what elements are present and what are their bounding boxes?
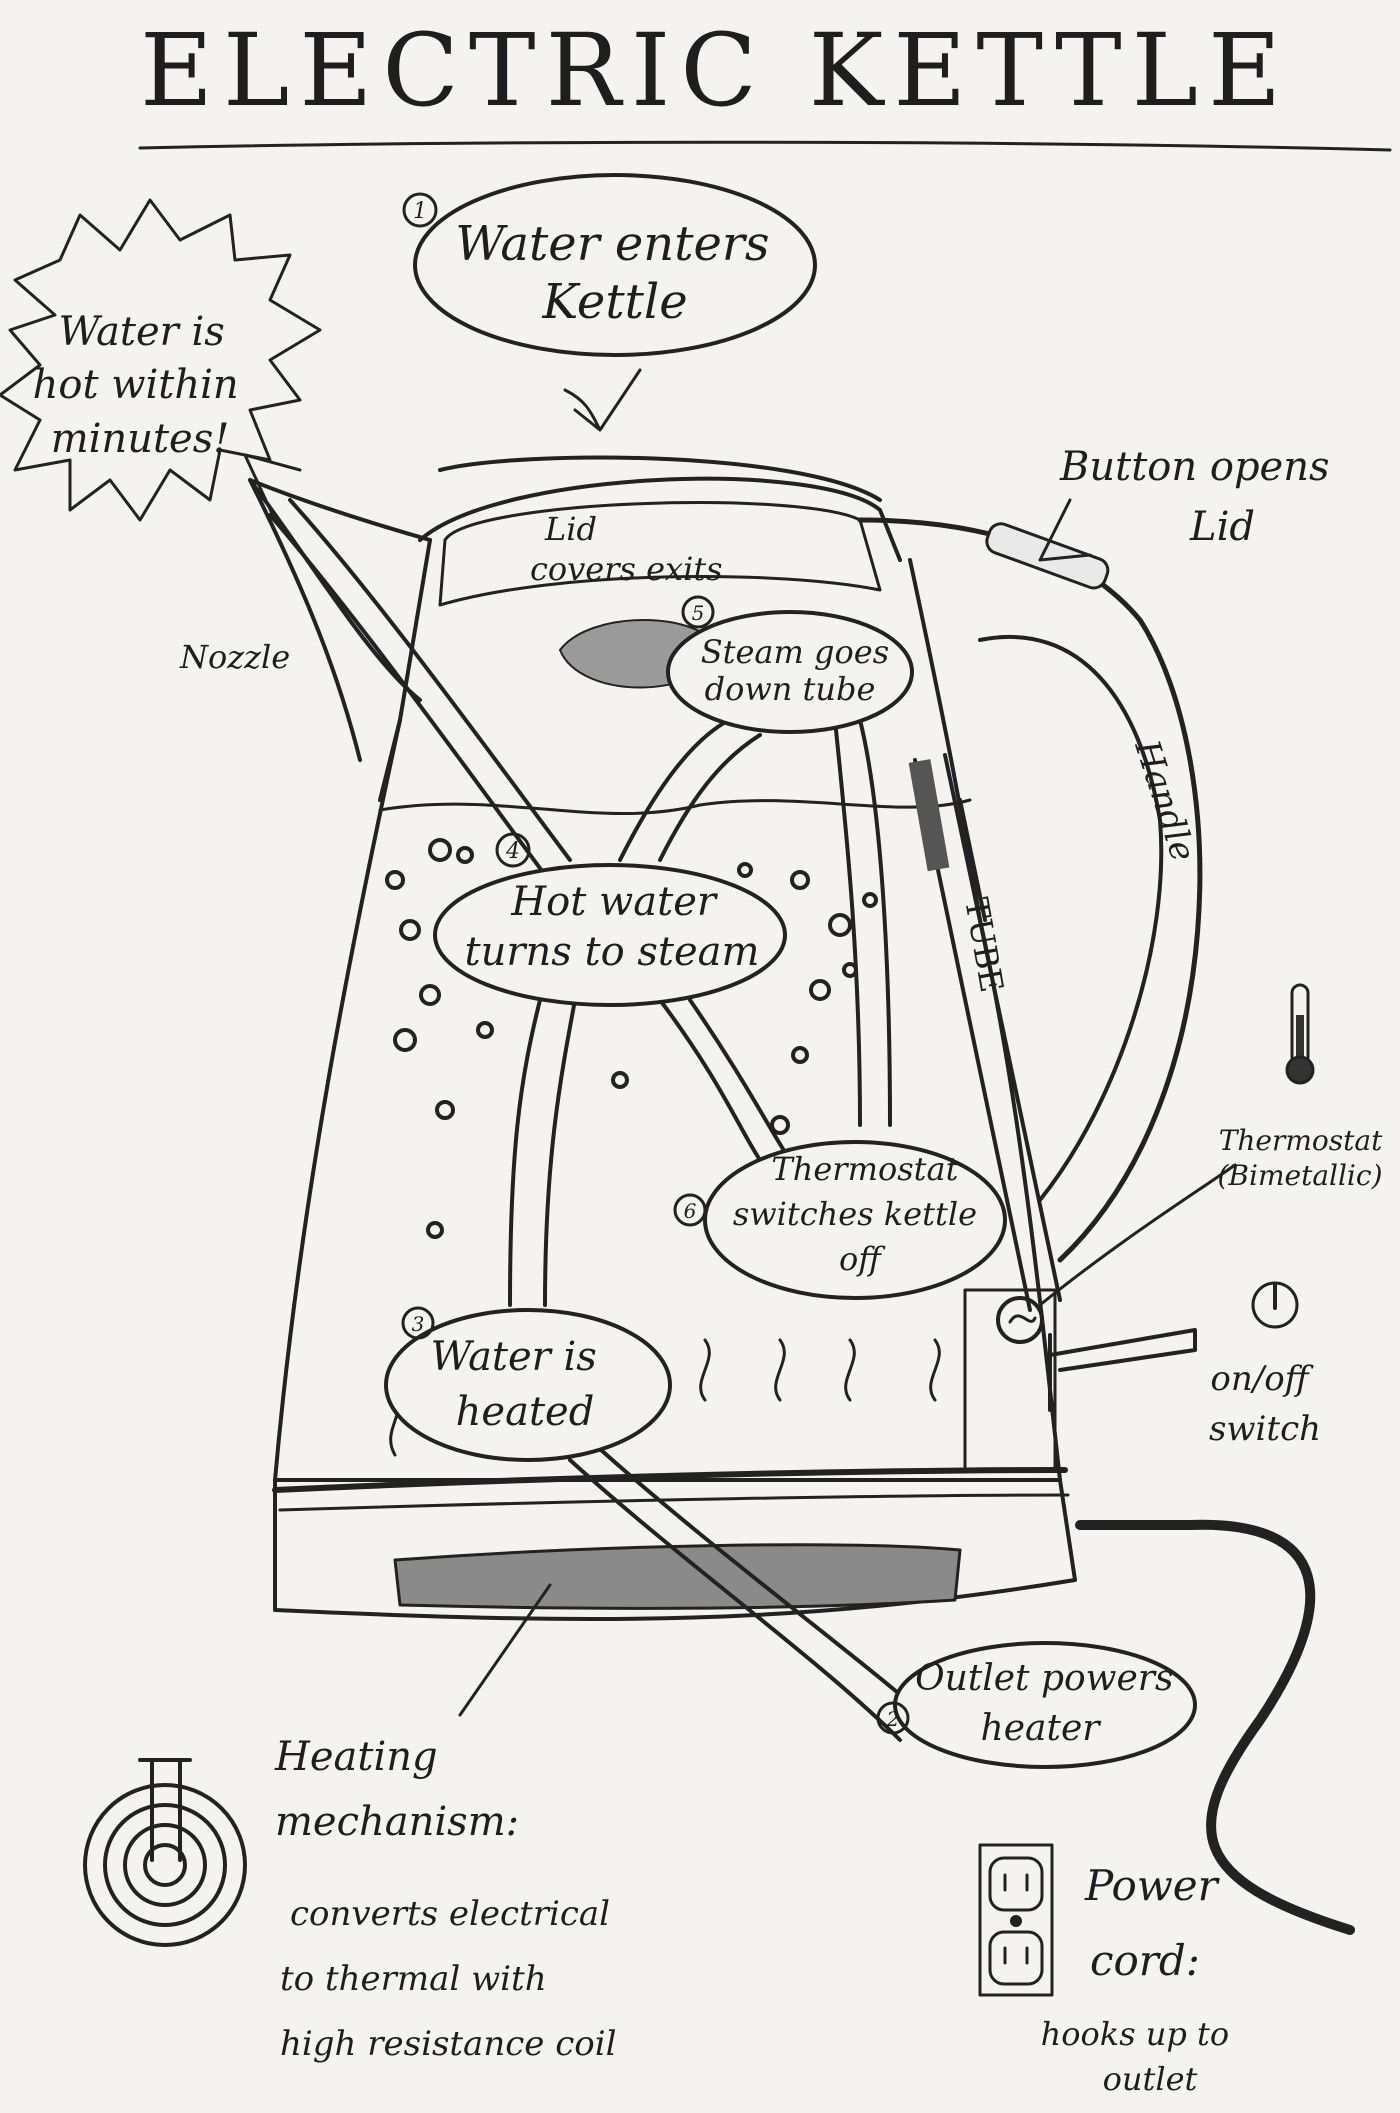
heating-leader-line [458,1583,552,1717]
step-3-line-1: Water is [430,1334,596,1380]
outlet-icon [978,1843,1054,1997]
step-6-line-2: switches kettle [733,1195,977,1233]
step-2-line-2: heater [981,1708,1102,1749]
step-5-line-2: down tube [705,670,876,708]
power-title-line-2: cord: [1090,1936,1200,1985]
svg-text:Steam goes down tube: Steam goes down tube [701,633,900,708]
power-symbol-icon [1251,1281,1299,1329]
step-4-line-2: turns to steam [465,929,760,975]
step-4 [433,832,787,1007]
coil-icon [83,1758,247,1947]
kettle-body [248,455,1355,1935]
button-label-line-2: Lid [1189,504,1255,550]
title-underline [138,140,1392,152]
button-label-line-1: Button opens [1059,444,1330,490]
step-6-line-3: off [839,1240,886,1278]
step-6-number: 6 [684,1199,697,1223]
lid-label-line-1: Lid [544,510,597,548]
step-1-line-2: Kettle [541,274,687,330]
switch-label-line-2: switch [1209,1409,1321,1449]
step-5-line-1: Steam goes [701,633,889,671]
page-title: ELECTRIC KETTLE [140,12,1291,129]
svg-text:Water enters Kettle: Water enters Kettle [455,216,785,330]
lid-label-line-2: covers exits [530,550,723,588]
heating-title-line-2: mechanism: [275,1799,519,1845]
thermostat-leader-line [1038,1163,1237,1307]
step-2-line-1: Outlet powers [915,1658,1173,1699]
svg-text:Button opens Lid: Button opens Lid [1059,444,1342,550]
tube-label: TUBE [957,895,1011,995]
step-3 [384,1306,672,1462]
svg-text:on/off switch: on/off switch [1209,1359,1321,1449]
thermometer-icon [1285,983,1315,1085]
heating-title-line-1: Heating [274,1734,438,1780]
step-6-line-1: Thermostat [771,1150,958,1188]
svg-text:Water is heated: Water is heated [430,1334,609,1435]
step-1-number: 1 [413,199,427,224]
thermostat-label-line-1: Thermostat [1219,1124,1383,1157]
power-title-line-1: Power [1084,1861,1221,1910]
step-2-number: 2 [886,1707,900,1731]
step-5 [666,595,914,734]
svg-text:Thermostat (Bimetallic): Thermostat (Bimetallic) [1218,1124,1392,1192]
svg-text:hooks up to outlet: hooks up to outlet [1041,2015,1240,2098]
step-3-number: 3 [412,1312,425,1336]
step-1 [402,173,817,357]
svg-text:Power cord:: Power cord: [1084,1861,1231,1985]
step-4-number: 4 [505,839,520,864]
burst-shape [0,198,322,522]
burst-line-2: hot within [33,362,239,408]
heating-desc-line-1: converts electrical [290,1894,610,1934]
switch-label-line-1: on/off [1210,1359,1313,1399]
power-desc-line-1: hooks up to [1041,2015,1230,2053]
arrow-to-button [1038,498,1092,562]
step-2 [876,1641,1197,1769]
step-5-number: 5 [692,601,705,625]
svg-text:Heating mechanism:: Heating mechanism: [274,1734,519,1845]
svg-text:Hot water turns to steam: Hot water turns to steam [465,879,760,975]
burst-line-1: Water is [58,309,224,355]
heating-desc-line-3: high resistance coil [280,2024,616,2064]
svg-text:Lid covers exits: Lid covers exits [530,510,723,588]
step-4-line-1: Hot water [510,879,719,925]
step-1-line-1: Water enters [455,216,769,272]
svg-text:Water is hot within: Water is hot within minutes! [33,309,252,462]
nozzle-label: Nozzle [179,638,290,676]
burst-line-3: minutes! [51,416,230,462]
process-flow-lines [268,498,932,1742]
svg-text:converts electrical to t: converts electrical to thermal with high… [280,1894,621,2064]
step-6 [673,1140,1007,1300]
step-3-line-2: heated [456,1389,595,1435]
heating-desc-line-2: to thermal with [280,1959,547,1999]
thermostat-label-line-2: (Bimetallic) [1218,1159,1383,1192]
svg-text:Outlet powers heater: Outlet powers heater [915,1658,1185,1749]
svg-text:Thermostat switches kett: Thermostat switches kettle off [733,1150,987,1278]
power-desc-line-2: outlet [1103,2060,1198,2098]
arrow-into-kettle [563,368,642,432]
